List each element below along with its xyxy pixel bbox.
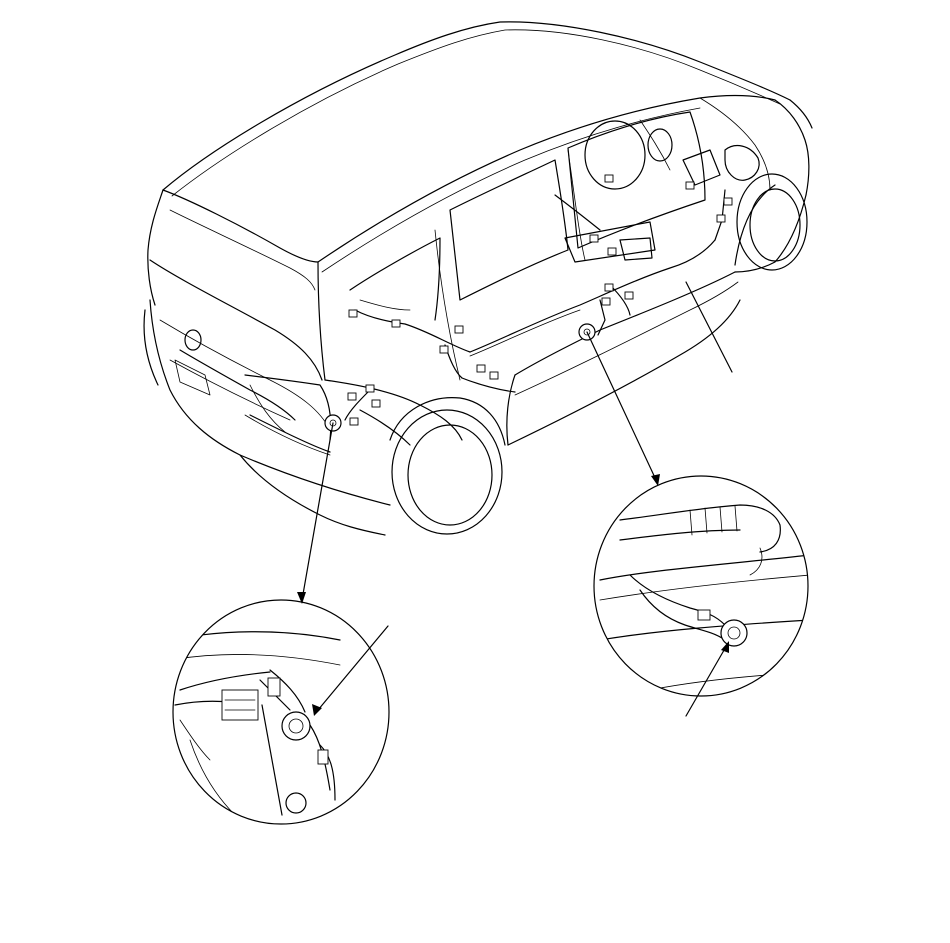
rear-ground-detail [172,599,390,825]
front-wheel [734,173,808,271]
harness-connectors [347,174,733,426]
wire-harness [249,189,726,453]
car-body [143,21,813,536]
leader-lines [297,281,733,604]
ground-points [324,323,596,432]
rear-wheel [389,397,506,535]
floor-ground-detail [593,475,809,717]
interior [584,119,760,190]
side-windows [349,111,706,381]
